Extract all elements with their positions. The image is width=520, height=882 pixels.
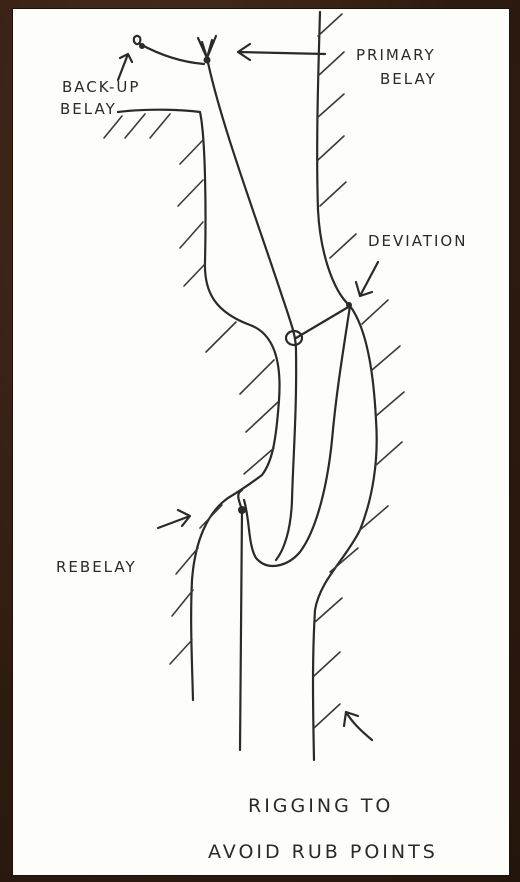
primary-belay-label-line2: BELAY [380, 70, 437, 88]
primary-belay-label-line1: PRIMARY [356, 46, 436, 64]
rebelay-arrow [158, 510, 190, 528]
backup-belay-label-line1: BACK-UP [62, 78, 140, 96]
left-wall-outline [118, 110, 280, 700]
deviation-label: DEVIATION [368, 232, 467, 250]
rebelay-loop [238, 490, 242, 510]
deviation-anchor [346, 302, 352, 308]
deviation-arrow [356, 262, 378, 296]
backup-belay-line [140, 44, 204, 64]
right-wall-hatching [314, 14, 404, 728]
rebelay-label: REBELAY [56, 558, 137, 576]
backup-belay-anchor [134, 36, 141, 44]
primary-belay-knot [204, 57, 211, 64]
primary-belay-anchor [198, 36, 216, 58]
caption-line1: RIGGING TO [248, 795, 393, 817]
backup-belay-label-line2: BELAY [60, 100, 117, 118]
backup-belay-knot [139, 43, 145, 49]
rub-points-arrow [344, 712, 372, 740]
caption-line2: AVOID RUB POINTS [208, 841, 438, 863]
rebelay-rope [240, 510, 242, 750]
right-wall-outline [313, 12, 377, 760]
deviation-cord [296, 306, 350, 338]
backup-belay-arrow [118, 54, 132, 80]
primary-belay-arrow [238, 44, 325, 60]
